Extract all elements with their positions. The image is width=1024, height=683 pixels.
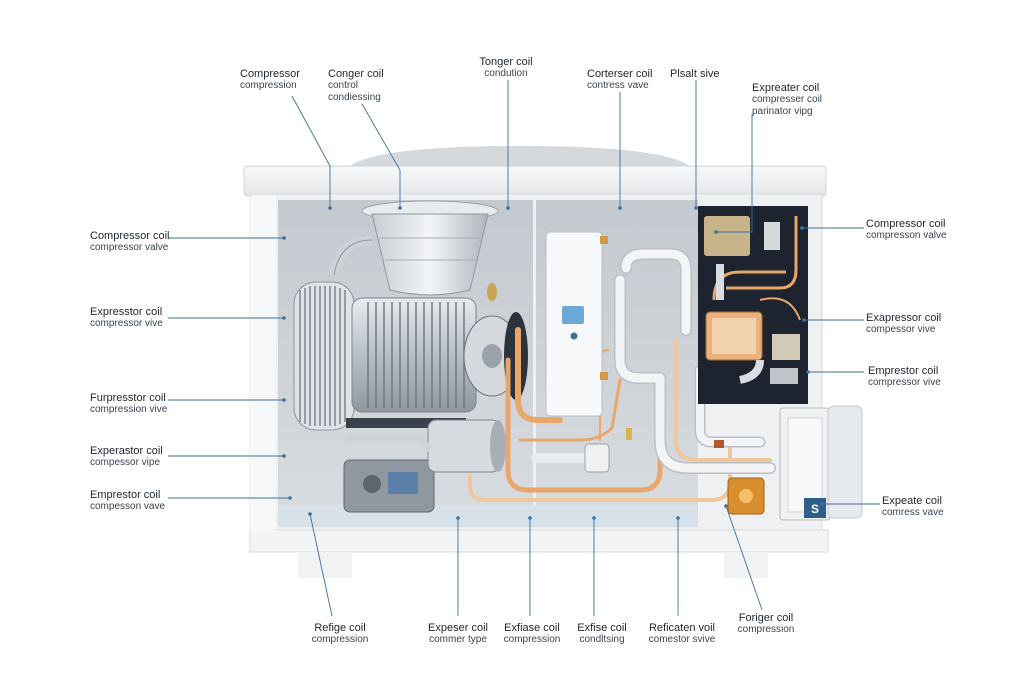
- label-title: Experastor coil: [90, 445, 163, 457]
- compressor-unit: [343, 418, 506, 513]
- label-title: Refige coil: [314, 622, 366, 634]
- label-subtitle: control: [328, 80, 359, 91]
- label-right-4: Expeate coil comress vave: [882, 495, 944, 519]
- label-subtitle: compressor vive: [868, 377, 941, 388]
- label-subtitle: comestor svive: [648, 634, 716, 645]
- label-bottom-5: Reficaten voil comestor svive: [649, 622, 716, 646]
- label-title: Tonger coil: [479, 56, 533, 68]
- foot-left: [298, 552, 352, 578]
- label-subtitle-2: parinator vipg: [752, 106, 813, 117]
- label-subtitle: condltsing: [579, 634, 625, 645]
- cabinet-base: [249, 529, 829, 553]
- label-subtitle: compessor vive: [866, 324, 936, 335]
- label-title: Compressor coil: [866, 218, 946, 230]
- label-right-1: Compressor coil compresson valve: [866, 218, 947, 242]
- device-badge: S: [811, 502, 819, 516]
- label-bottom-4: Exfise coil condltsing: [577, 622, 627, 646]
- fan-motor-assembly: [293, 281, 528, 431]
- label-title: Furpresstor coil: [90, 392, 166, 404]
- label-left-5: Emprestor coil compesson vave: [90, 489, 165, 513]
- label-subtitle: compessor vipe: [90, 457, 161, 468]
- label-right-2: Exapressor coil compessor vive: [866, 312, 941, 336]
- label-top-5: Plsalt sive: [670, 68, 720, 80]
- label-bottom-3: Exfiase coil compression: [504, 622, 561, 646]
- label-bottom-6: Foriger coil compression: [738, 612, 795, 636]
- label-subtitle: compression: [240, 80, 297, 91]
- label-top-2: Conger coil control condiessing: [328, 68, 384, 104]
- label-title: Exfiase coil: [504, 622, 560, 634]
- label-title: Emprestor coil: [868, 365, 939, 377]
- label-top-3: Tonger coil condution: [479, 56, 532, 80]
- label-left-2: Expresstor coil compressor vive: [90, 306, 163, 330]
- label-title: Compressor coil: [90, 230, 170, 242]
- label-subtitle: compression vive: [90, 404, 168, 415]
- label-title: Foriger coil: [738, 612, 794, 624]
- label-subtitle: comress vave: [882, 507, 944, 518]
- bowl-accumulator: [329, 200, 499, 301]
- label-subtitle: contress vave: [587, 80, 649, 91]
- label-title: Corterser coil: [587, 68, 653, 80]
- label-subtitle: compressor vive: [90, 318, 163, 329]
- label-title: Compressor: [240, 68, 300, 80]
- top-dome: [350, 146, 690, 166]
- device-badge-box: [804, 498, 826, 518]
- label-subtitle: compression: [737, 624, 795, 635]
- label-title: Conger coil: [328, 68, 384, 80]
- white-pipes: [531, 248, 776, 474]
- label-bottom-1: Refige coil compression: [312, 622, 369, 646]
- label-title: Plsalt sive: [670, 68, 720, 80]
- label-left-3: Furpresstor coil compression vive: [90, 392, 167, 416]
- label-title: Exfise coil: [577, 622, 627, 634]
- label-title: Expreater coil: [752, 82, 820, 94]
- service-valve-brass: [487, 283, 497, 301]
- control-box: [545, 231, 632, 440]
- label-left-1: Compressor coil compressor valve: [90, 230, 169, 254]
- motor-body: [351, 297, 477, 413]
- electrical-panel: [698, 206, 808, 404]
- label-subtitle: commer type: [429, 634, 487, 645]
- motor-fins: [367, 302, 465, 408]
- label-title: Expeser coil: [428, 622, 488, 634]
- label-top-1: Compressor compression: [240, 68, 300, 92]
- fan-guard-grille: [299, 286, 346, 426]
- leader-dots: [282, 206, 824, 520]
- label-subtitle: compression: [311, 634, 369, 645]
- label-subtitle: compressor valve: [90, 242, 169, 253]
- label-subtitle: compression: [503, 634, 561, 645]
- label-bottom-2: Expeser coil commer type: [428, 622, 488, 646]
- label-title: Emprestor coil: [90, 489, 161, 501]
- inner-floor: [278, 505, 698, 527]
- side-unit: S: [714, 405, 863, 521]
- label-top-4: Corterser coil contress vave: [587, 68, 652, 92]
- motor-shaft: [482, 344, 502, 368]
- label-subtitle: compresser coil: [752, 94, 823, 105]
- label-left-4: Experastor coil compessor vipe: [90, 445, 163, 469]
- label-title: Expresstor coil: [90, 306, 163, 318]
- label-title: Exapressor coil: [866, 312, 942, 324]
- leader-lines: [168, 80, 880, 617]
- label-title: Expeate coil: [882, 495, 942, 507]
- label-right-3: Emprestor coil compressor vive: [868, 365, 941, 389]
- label-subtitle-2: condiessing: [328, 92, 381, 103]
- left-wall: [250, 196, 276, 532]
- label-title: Reficaten voil: [648, 622, 716, 634]
- label-subtitle: compresson valve: [866, 230, 947, 241]
- label-subtitle: compesson vave: [90, 501, 166, 512]
- label-top-6: Expreater coil compresser coil parinator…: [752, 82, 822, 118]
- top-lid: [243, 165, 827, 197]
- label-subtitle: condution: [484, 68, 528, 79]
